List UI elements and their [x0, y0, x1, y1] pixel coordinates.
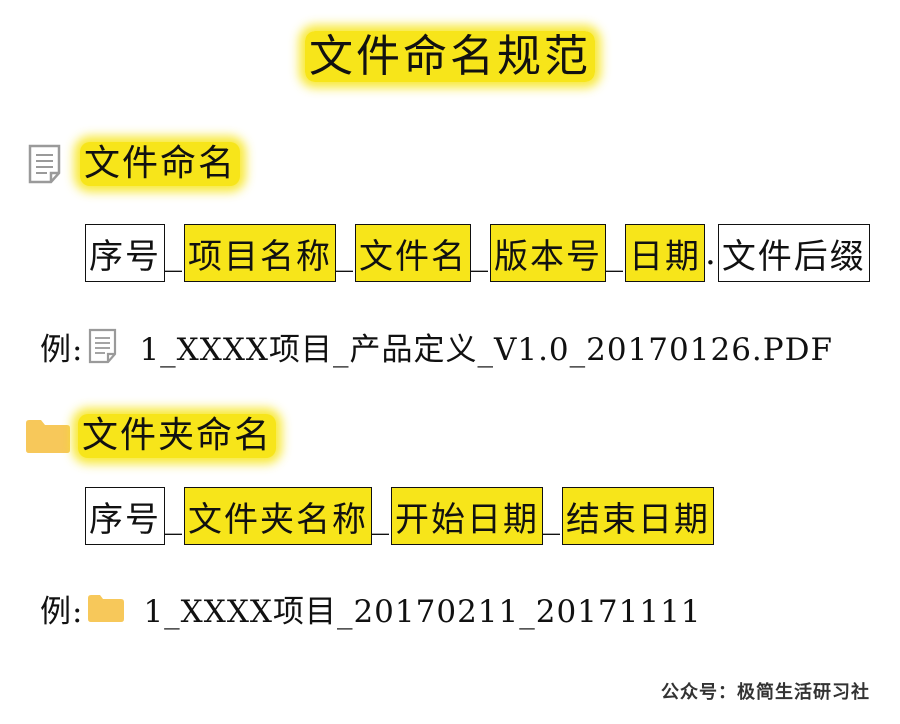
pattern-separator: _ [165, 496, 184, 536]
pattern-segment: 日期 [625, 224, 705, 282]
pattern-segment: 版本号 [490, 224, 606, 282]
section-title: 文件夹命名 [78, 414, 277, 458]
pattern-segment: 序号 [85, 487, 165, 545]
example-label: 例: [40, 331, 84, 368]
pattern-separator: _ [471, 233, 490, 273]
pattern-segment: 文件名 [355, 224, 471, 282]
document-icon [87, 328, 121, 364]
example-label: 例: [40, 593, 84, 630]
file-naming-pattern: 序号 _ 项目名称 _ 文件名 _ 版本号 _ 日期 . 文件后缀 [85, 224, 870, 282]
section-title: 文件命名 [80, 142, 241, 186]
document-icon [26, 143, 66, 185]
pattern-separator: _ [372, 496, 391, 536]
folder-icon [24, 417, 72, 455]
example-filename: 1_XXXX项目_产品定义_V1.0_20170126.PDF [139, 331, 834, 368]
folder-naming-pattern: 序号 _ 文件夹名称 _ 开始日期 _ 结束日期 [85, 487, 714, 545]
footer-credit: 公众号：极简生活研习社 [661, 682, 870, 703]
pattern-segment: 文件后缀 [717, 224, 870, 282]
example-foldername: 1_XXXX项目_20170211_20171111 [143, 593, 702, 630]
file-naming-heading: 文件命名 [26, 142, 241, 186]
page-title: 文件命名规范 [0, 30, 900, 84]
pattern-separator: _ [606, 233, 625, 273]
pattern-separator: _ [336, 233, 355, 273]
pattern-segment: 项目名称 [184, 224, 336, 282]
pattern-segment: 文件夹名称 [184, 487, 372, 545]
pattern-separator: . [705, 233, 718, 273]
file-example: 例: 1_XXXX项目_产品定义_V1.0_20170126.PDF [40, 322, 833, 370]
pattern-segment: 开始日期 [391, 487, 543, 545]
pattern-separator: _ [543, 496, 562, 536]
pattern-segment: 结束日期 [562, 487, 714, 545]
folder-example: 例: 1_XXXX项目_20170211_20171111 [40, 584, 702, 632]
folder-naming-heading: 文件夹命名 [24, 414, 277, 458]
pattern-segment: 序号 [85, 224, 165, 282]
pattern-separator: _ [165, 233, 184, 273]
folder-icon [87, 593, 125, 623]
